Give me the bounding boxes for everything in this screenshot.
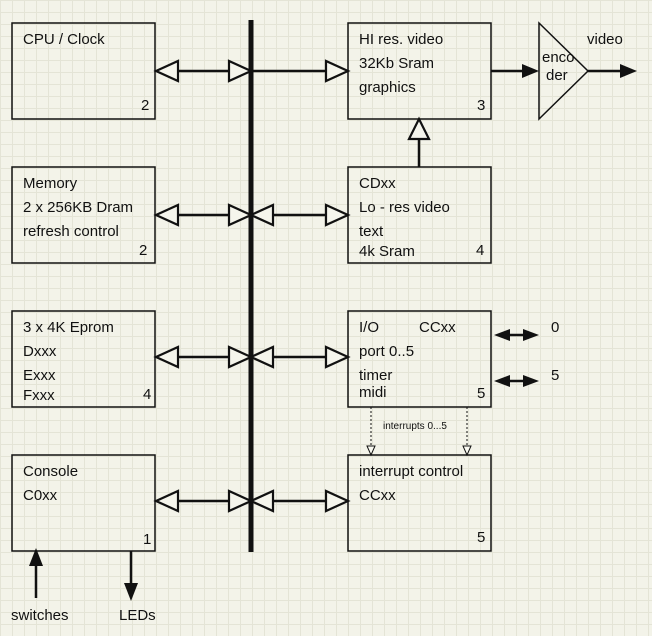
interrupts-label: interrupts 0...5 xyxy=(383,421,447,432)
arrowhead-memory-left xyxy=(153,203,180,227)
encoder-label-2: der xyxy=(546,67,568,84)
io-line2: port 0..5 xyxy=(359,343,415,360)
arrowhead-console-bus-l xyxy=(227,489,254,513)
eprom-block xyxy=(11,310,156,408)
arrowhead-console-left xyxy=(153,489,180,513)
arrowhead-memory-bus-l xyxy=(227,203,254,227)
io-number: 5 xyxy=(477,385,486,402)
interrupt-number: 5 xyxy=(477,529,486,546)
interrupt-lines xyxy=(370,407,468,446)
hires-title: HI res. video xyxy=(359,31,444,48)
interrupt-control-block xyxy=(347,454,492,552)
cpu-title: CPU / Clock xyxy=(23,31,105,48)
cdxx-number: 4 xyxy=(476,242,485,259)
memory-number: 2 xyxy=(139,242,148,259)
port5-arrow-left xyxy=(494,375,510,387)
arrowhead-hires-right xyxy=(324,59,351,83)
port5-label: 5 xyxy=(551,367,560,384)
port0-arrow-left xyxy=(494,329,510,341)
arrowhead-eprom-bus-l xyxy=(227,345,254,369)
arrowhead-eprom-bus-r xyxy=(248,345,275,369)
video-label: video xyxy=(587,31,623,48)
arrowhead-video-out xyxy=(620,64,637,78)
port5-arrow-right xyxy=(523,375,539,387)
port0-arrow-right xyxy=(523,329,539,341)
io-line4: midi xyxy=(359,384,387,401)
hires-line3: graphics xyxy=(359,79,416,96)
arrowhead-to-encoder xyxy=(522,64,539,78)
console-title: Console xyxy=(23,463,79,480)
eprom-number: 4 xyxy=(143,386,152,403)
interrupt-title: interrupt control xyxy=(359,463,464,480)
io-title: I/O xyxy=(359,319,380,336)
eprom-line4: Fxxx xyxy=(23,387,55,404)
memory-line3: refresh control xyxy=(23,223,119,240)
hires-line2: 32Kb Sram xyxy=(359,55,435,72)
cdxx-line4: 4k Sram xyxy=(359,243,415,260)
console-block xyxy=(11,454,156,552)
open-arrowheads xyxy=(153,59,431,513)
cdxx-line3: text xyxy=(359,223,384,240)
io-line3: timer xyxy=(359,367,393,384)
memory-title: Memory xyxy=(23,175,78,192)
arrowhead-eprom-left xyxy=(153,345,180,369)
arrowhead-io-right xyxy=(324,345,351,369)
arrowhead-cdxx-right xyxy=(324,203,351,227)
memory-line2: 2 x 256KB Dram xyxy=(23,199,134,216)
arrowhead-cdxx-to-hires xyxy=(407,116,431,141)
leds-arrow xyxy=(124,583,138,601)
hires-number: 3 xyxy=(477,97,486,114)
eprom-title: 3 x 4K Eprom xyxy=(23,319,114,336)
eprom-line2: Dxxx xyxy=(23,343,57,360)
interrupt-arrow-1 xyxy=(366,445,376,457)
console-line2: C0xx xyxy=(23,487,58,504)
console-number: 1 xyxy=(143,531,152,548)
interrupt-arrow-2 xyxy=(462,445,472,457)
arrowhead-cpu-bus xyxy=(227,59,254,83)
arrowhead-cpu-left xyxy=(153,59,180,83)
cpu-number: 2 xyxy=(141,97,150,114)
eprom-line3: Exxx xyxy=(23,367,56,384)
cdxx-title: CDxx xyxy=(359,175,396,192)
port0-label: 0 xyxy=(551,319,560,336)
io-block xyxy=(347,310,492,408)
io-address: CCxx xyxy=(419,319,456,336)
interrupt-line2: CCxx xyxy=(359,487,396,504)
switches-arrow xyxy=(29,548,43,566)
arrowhead-interrupt-right xyxy=(324,489,351,513)
cdxx-line2: Lo - res video xyxy=(359,199,450,216)
arrowhead-memory-bus-r xyxy=(248,203,275,227)
encoder-label-1: enco xyxy=(542,49,575,66)
switches-label: switches xyxy=(11,607,69,624)
arrowhead-console-bus-r xyxy=(248,489,275,513)
leds-label: LEDs xyxy=(119,607,156,624)
